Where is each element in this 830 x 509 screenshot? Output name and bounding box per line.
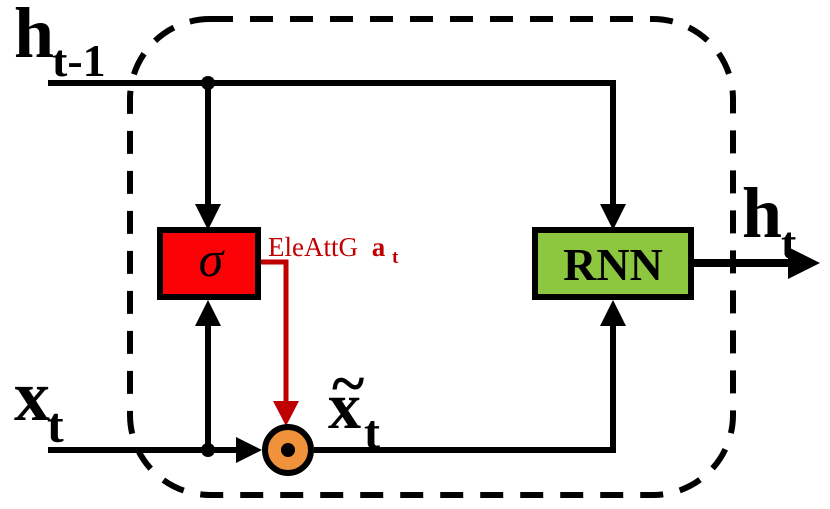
modulated-x-label-sub: t (364, 406, 380, 459)
elementwise-multiply-dot-icon (281, 443, 295, 457)
hidden-state-output-label-main: h (742, 173, 782, 253)
modulated-x-label: ~ x t (328, 350, 380, 459)
modulated-x-label-main: x (328, 370, 361, 443)
input-x-label: x t (14, 356, 64, 453)
rnn-box (532, 227, 694, 300)
arrowhead-into-multiply-circle (236, 437, 262, 463)
junction-dot-hidden-wire (201, 76, 215, 90)
hidden-state-output-label-sub: t (781, 217, 797, 268)
arrowhead-into-sigma-top (195, 204, 221, 230)
attention-gate-label-text: EleAttG (268, 232, 358, 262)
input-x-label-sub: t (47, 397, 64, 453)
input-x-label-main: x (14, 356, 50, 436)
arrowhead-into-sigma-bottom (195, 300, 221, 326)
module-boundary-dashed-border (127, 16, 736, 498)
attention-wire (256, 259, 289, 404)
hidden-state-input-label-sub: t-1 (52, 35, 106, 86)
arrowhead-into-rnn-bottom (600, 300, 626, 326)
attention-gate-label: EleAttG a t (268, 232, 399, 268)
hidden-state-input-wire (48, 80, 616, 206)
sigma-gate-label: σ (199, 231, 226, 287)
hidden-state-input-label: h t-1 (14, 0, 106, 86)
sigma-gate-box (157, 227, 261, 300)
rnn-box-label: RNN (563, 239, 663, 290)
arrowhead-into-rnn-top (600, 204, 626, 230)
arrowhead-attention-into-circle (273, 401, 299, 426)
hidden-state-output-label: h t (742, 173, 797, 268)
attention-gate-label-sub: t (392, 247, 399, 268)
modulated-x-label-tilde: ~ (332, 350, 364, 418)
hidden-state-input-label-main: h (14, 0, 54, 73)
attention-gate-label-var: a (372, 232, 386, 262)
arrowhead-output (788, 247, 820, 279)
modulated-x-wire (314, 324, 616, 453)
